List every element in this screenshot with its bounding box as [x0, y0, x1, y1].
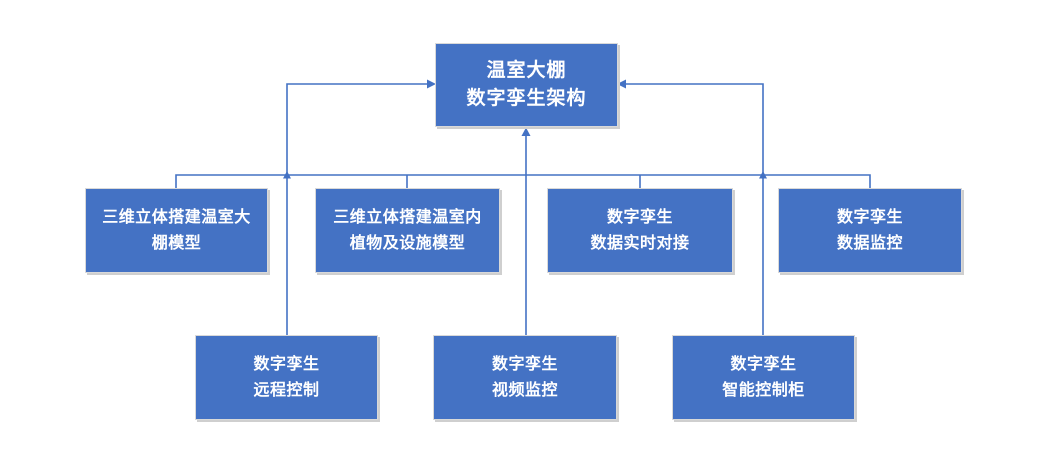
junction-arrow-right-icon	[759, 171, 767, 179]
node-3d-greenhouse-model: 三维立体搭建温室大 棚模型	[85, 188, 268, 273]
node-label-line: 数字孪生架构	[466, 88, 587, 109]
node-label-line: 三维立体搭建温室大	[102, 208, 251, 226]
node-3d-plants-facilities-model: 三维立体搭建温室内 植物及设施模型	[315, 188, 500, 273]
node-label-line: 三维立体搭建温室内	[333, 208, 482, 226]
node-label-line: 数字孪生	[606, 208, 673, 226]
node-label-line: 远程控制	[253, 381, 320, 399]
node-video-monitoring: 数字孪生 视频监控	[433, 335, 617, 420]
arrowhead-into-root-right-icon	[617, 79, 626, 89]
node-label-line: 数字孪生	[491, 355, 558, 373]
node-label-line: 数字孪生	[730, 355, 797, 373]
node-label-line: 数据实时对接	[590, 234, 690, 252]
node-root-architecture: 温室大棚 数字孪生架构	[435, 43, 618, 127]
node-label-line: 棚模型	[151, 234, 202, 252]
arrowhead-into-root-left-icon	[427, 79, 436, 89]
connector-right-elbow	[625, 83, 764, 336]
node-label-line: 植物及设施模型	[349, 234, 466, 252]
arrowhead-into-root-bottom-icon	[521, 127, 531, 136]
node-smart-control-cabinet: 数字孪生 智能控制柜	[672, 335, 855, 420]
node-label-line: 数字孪生	[836, 208, 903, 226]
bus-line	[175, 174, 871, 189]
node-label-line: 温室大棚	[486, 60, 567, 81]
node-label-line: 视频监控	[491, 381, 558, 399]
node-remote-control: 数字孪生 远程控制	[195, 335, 378, 420]
node-label-line: 数字孪生	[253, 355, 320, 373]
node-realtime-data-link: 数字孪生 数据实时对接	[547, 188, 733, 273]
node-data-monitoring: 数字孪生 数据监控	[778, 188, 962, 273]
connector-left-elbow	[286, 83, 428, 336]
junction-arrow-left-icon	[283, 171, 291, 179]
node-label-line: 数据监控	[836, 234, 903, 252]
node-label-line: 智能控制柜	[722, 381, 805, 399]
